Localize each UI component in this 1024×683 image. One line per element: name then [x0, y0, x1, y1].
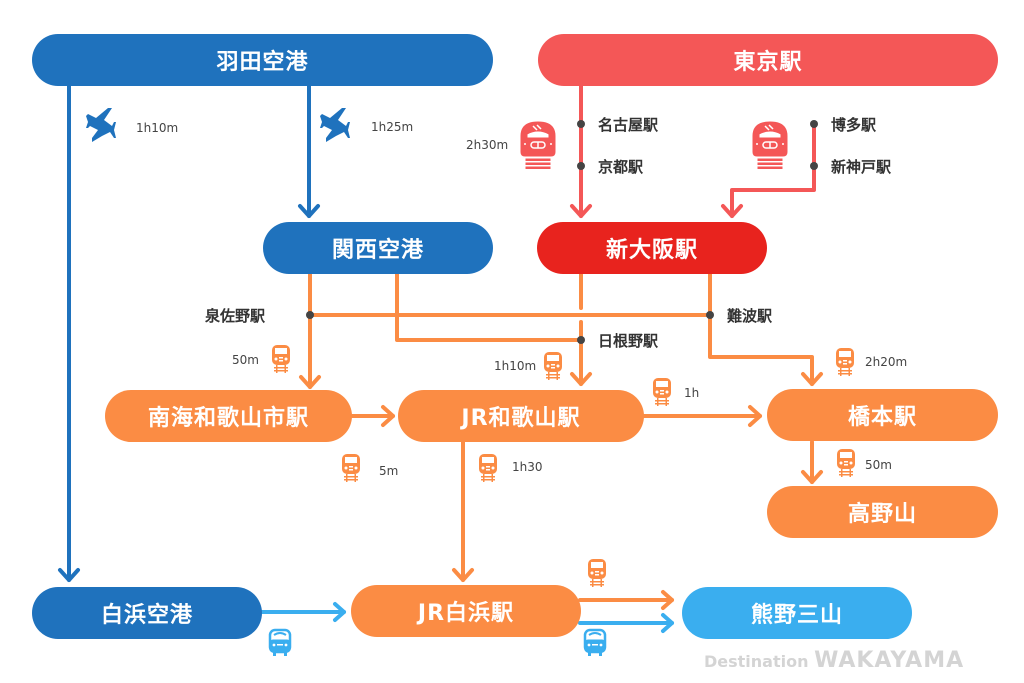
train-icon: [837, 449, 855, 477]
node-shirahama-airport: 白浜空港: [32, 587, 262, 639]
arrowhead: [801, 372, 823, 386]
route-namba-hashimoto: [708, 271, 814, 386]
watermark-prefix: Destination: [704, 652, 809, 671]
arrowhead: [452, 568, 474, 582]
time-namba-hashimoto: 2h20m: [865, 355, 908, 369]
node-jr-wakayama-station: JR和歌山駅: [398, 390, 644, 442]
station-label-izumisano: 泉佐野駅: [205, 307, 266, 325]
time-tokyo-shinosaka: 2h30m: [466, 138, 509, 152]
arrowhead: [661, 590, 674, 610]
arrowhead: [661, 613, 674, 633]
node-kansai-airport: 関西空港: [263, 222, 493, 274]
junction-dot-namba: [706, 311, 714, 319]
junction-dot-hineno: [577, 336, 585, 344]
station-label-shin-kobe: 新神戸駅: [831, 158, 892, 176]
junction-dot-izumisano: [306, 311, 314, 319]
junction-dot-shinkobe: [810, 162, 818, 170]
time-hineno-jrwakayama: 1h10m: [494, 359, 537, 373]
station-label-nagoya: 名古屋駅: [598, 116, 659, 134]
node-tokyo-station: 東京駅: [538, 34, 998, 86]
shinkansen-icon: [520, 121, 556, 170]
arrowhead: [381, 405, 395, 427]
airplane-icon: [320, 108, 350, 142]
arrowhead: [333, 602, 346, 622]
time-haneda-shirahama: 1h10m: [136, 121, 179, 135]
train-icon: [653, 378, 671, 406]
node-jr-shirahama-station: JR白浜駅: [351, 585, 581, 637]
train-icon: [342, 454, 360, 482]
station-label-hineno: 日根野駅: [598, 332, 659, 350]
junction-dot-kyoto: [577, 162, 585, 170]
time-hashimoto-koyasan: 50m: [865, 458, 892, 472]
node-shin-osaka-station: 新大阪駅: [537, 222, 767, 274]
node-nankai-wakayamashi-station: 南海和歌山市駅: [105, 390, 352, 442]
junction-dot-nagoya: [577, 120, 585, 128]
train-icon: [588, 559, 606, 587]
bus-icon: [268, 628, 292, 658]
arrowhead: [748, 405, 762, 427]
node-haneda-airport: 羽田空港: [32, 34, 493, 86]
arrowhead: [58, 568, 80, 582]
time-haneda-kansai: 1h25m: [371, 120, 414, 134]
train-icon: [479, 454, 497, 482]
bus-icon: [583, 628, 607, 658]
time-izumisano-nankai: 50m: [232, 353, 259, 367]
watermark-logo: Destination WAKAYAMA: [704, 648, 964, 673]
station-label-hakata: 博多駅: [831, 116, 877, 134]
arrowhead: [570, 372, 592, 386]
watermark-brand: WAKAYAMA: [814, 648, 965, 673]
node-kumano-sanzan: 熊野三山: [682, 587, 912, 639]
train-icon: [836, 348, 854, 376]
train-icon: [544, 352, 562, 380]
time-nankai-jrwakayama: 5m: [379, 464, 399, 478]
arrowhead: [298, 204, 320, 218]
arrowhead: [299, 375, 321, 389]
station-label-kyoto: 京都駅: [598, 158, 644, 176]
node-hashimoto-station: 橋本駅: [767, 389, 998, 441]
node-koyasan: 高野山: [767, 486, 998, 538]
airplane-icon: [86, 108, 116, 142]
shinkansen-icon: [752, 121, 788, 170]
route-hakata-shinosaka: [730, 122, 816, 218]
junction-dot-hakata: [810, 120, 818, 128]
train-icon: [272, 345, 290, 373]
time-jrwakayama-shirahama: 1h30: [512, 460, 543, 474]
arrowhead: [801, 470, 823, 484]
station-label-namba: 難波駅: [727, 307, 773, 325]
arrowhead: [721, 204, 743, 218]
arrowhead: [570, 204, 592, 218]
route-kansai-hineno: [395, 271, 583, 342]
time-jrwakayama-hashimoto: 1h: [684, 386, 700, 400]
